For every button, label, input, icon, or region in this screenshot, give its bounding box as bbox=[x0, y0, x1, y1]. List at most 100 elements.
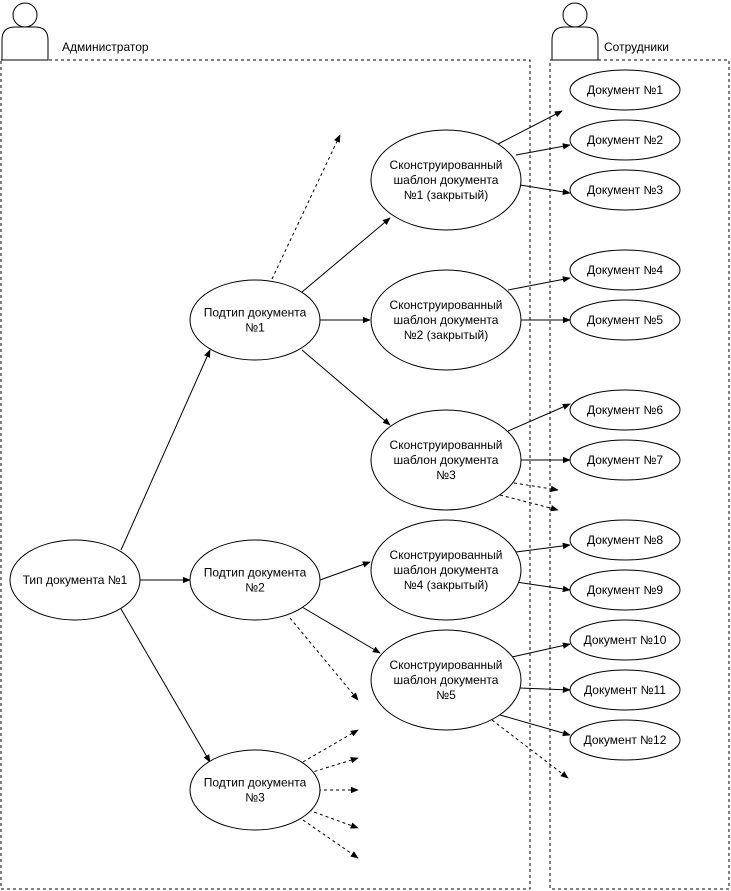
node-doc1-label-line-1: Документ №1 bbox=[587, 83, 663, 97]
node-doc11-ellipse bbox=[569, 669, 681, 711]
node-tpl5-label-line-1: Сконструированный bbox=[390, 658, 503, 672]
node-doc8[interactable]: Документ №8 bbox=[569, 519, 681, 561]
node-subtype2-ellipse bbox=[189, 539, 321, 621]
node-doc4-ellipse bbox=[569, 249, 681, 291]
node-subtype2-label-line-1: Подтип документа bbox=[204, 566, 307, 580]
node-tpl5-label-line-3: №5 bbox=[436, 688, 456, 702]
edges-layer bbox=[120, 110, 571, 859]
node-subtype3-ellipse bbox=[189, 749, 321, 831]
node-tpl5-ellipse bbox=[370, 629, 522, 731]
edge-tpl4-doc9 bbox=[515, 581, 571, 593]
edge-type1-subtype1 bbox=[120, 349, 211, 551]
node-doc7[interactable]: Документ №7 bbox=[569, 439, 681, 481]
node-doc5[interactable]: Документ №5 bbox=[569, 299, 681, 341]
node-tpl3-label-line-3: №3 bbox=[436, 468, 456, 482]
node-doc9[interactable]: Документ №9 bbox=[569, 569, 681, 611]
open-edge-subtype3-1 bbox=[302, 729, 359, 763]
edge-subtype2-tpl4 bbox=[319, 561, 371, 581]
edge-tpl5-doc10 bbox=[511, 642, 571, 658]
edge-tpl3-doc6 bbox=[507, 403, 571, 432]
edge-subtype1-tpl3 bbox=[301, 349, 391, 426]
edge-tpl5-doc12 bbox=[499, 714, 571, 737]
node-type1-label-line-1: Тип документа №1 bbox=[23, 573, 128, 587]
node-doc5-ellipse bbox=[569, 299, 681, 341]
node-doc9-label-line-1: Документ №9 bbox=[587, 583, 663, 597]
node-tpl5-label-line-2: шаблон документа bbox=[394, 673, 499, 687]
node-doc6-ellipse bbox=[569, 389, 681, 431]
node-doc2-ellipse bbox=[569, 119, 681, 161]
open-edge-tpl3-2 bbox=[499, 494, 559, 512]
node-tpl3-ellipse bbox=[370, 409, 522, 511]
node-doc6[interactable]: Документ №6 bbox=[569, 389, 681, 431]
node-doc7-ellipse bbox=[569, 439, 681, 481]
node-tpl4-label-line-2: шаблон документа bbox=[394, 563, 499, 577]
node-tpl3-label-line-2: шаблон документа bbox=[394, 453, 499, 467]
edge-tpl1-doc2 bbox=[515, 143, 571, 156]
open-edge-subtype3-4 bbox=[302, 807, 359, 829]
node-tpl2-label-line-2: шаблон документа bbox=[394, 313, 499, 327]
node-tpl2-ellipse bbox=[370, 269, 522, 371]
node-doc12[interactable]: Документ №12 bbox=[569, 719, 681, 761]
open-edge-tpl3-1 bbox=[507, 481, 559, 493]
node-doc3[interactable]: Документ №3 bbox=[569, 169, 681, 211]
node-subtype1-ellipse bbox=[189, 279, 321, 361]
node-doc11-label-line-1: Документ №11 bbox=[584, 683, 666, 697]
edge-subtype2-tpl5 bbox=[301, 606, 381, 654]
node-doc2-label-line-1: Документ №2 bbox=[587, 133, 663, 147]
node-doc8-ellipse bbox=[569, 519, 681, 561]
node-doc5-label-line-1: Документ №5 bbox=[587, 313, 663, 327]
node-subtype3-label-line-1: Подтип документа bbox=[204, 776, 307, 790]
node-tpl2-label-line-1: Сконструированный bbox=[390, 298, 503, 312]
node-tpl4-label-line-1: Сконструированный bbox=[390, 548, 503, 562]
node-tpl4-label-line-3: №4 (закрытый) bbox=[404, 578, 488, 592]
node-subtype2-label-line-2: №2 bbox=[245, 581, 265, 595]
node-doc12-ellipse bbox=[569, 719, 681, 761]
node-doc12-label-line-1: Документ №12 bbox=[584, 733, 667, 747]
node-type1[interactable]: Тип документа №1 bbox=[9, 539, 141, 621]
node-doc8-label-line-1: Документ №8 bbox=[587, 533, 663, 547]
node-doc4[interactable]: Документ №4 bbox=[569, 249, 681, 291]
admin-boundary bbox=[0, 59, 531, 890]
node-subtype1-label-line-1: Подтип документа bbox=[204, 306, 307, 320]
edge-tpl2-doc4 bbox=[507, 276, 571, 291]
edge-tpl1-doc1 bbox=[497, 110, 563, 145]
edge-tpl1-doc3 bbox=[519, 184, 571, 196]
node-tpl1-ellipse bbox=[370, 129, 522, 231]
staff-actor-icon bbox=[551, 2, 599, 61]
edge-tpl5-doc11 bbox=[519, 686, 571, 693]
node-doc2[interactable]: Документ №2 bbox=[569, 119, 681, 161]
node-tpl4-ellipse bbox=[370, 519, 522, 621]
node-tpl2-label-line-3: №2 (закрытый) bbox=[404, 328, 488, 342]
admin-actor-icon bbox=[1, 2, 49, 61]
node-doc11[interactable]: Документ №11 bbox=[569, 669, 681, 711]
staff-actor-label: Сотрудники bbox=[604, 40, 669, 54]
node-doc1[interactable]: Документ №1 bbox=[569, 69, 681, 111]
node-tpl1-label-line-1: Сконструированный bbox=[390, 158, 503, 172]
edge-tpl4-doc8 bbox=[515, 542, 571, 553]
open-edge-subtype3-5 bbox=[302, 819, 359, 859]
node-type1-ellipse bbox=[9, 539, 141, 621]
node-doc3-label-line-1: Документ №3 bbox=[587, 183, 663, 197]
node-doc1-ellipse bbox=[569, 69, 681, 111]
open-edge-tpl5-1 bbox=[491, 719, 569, 779]
node-doc4-label-line-1: Документ №4 bbox=[587, 263, 663, 277]
node-doc3-ellipse bbox=[569, 169, 681, 211]
node-tpl1-label-line-3: №1 (закрытый) bbox=[404, 188, 488, 202]
node-doc10[interactable]: Документ №10 bbox=[569, 619, 681, 661]
node-tpl1-label-line-2: шаблон документа bbox=[394, 173, 499, 187]
edge-type1-subtype3 bbox=[120, 608, 211, 763]
node-doc9-ellipse bbox=[569, 569, 681, 611]
node-doc10-label-line-1: Документ №10 bbox=[584, 633, 667, 647]
node-subtype3-label-line-2: №3 bbox=[245, 791, 265, 805]
node-tpl3-label-line-1: Сконструированный bbox=[390, 438, 503, 452]
open-edge-subtype1-1 bbox=[271, 134, 341, 280]
